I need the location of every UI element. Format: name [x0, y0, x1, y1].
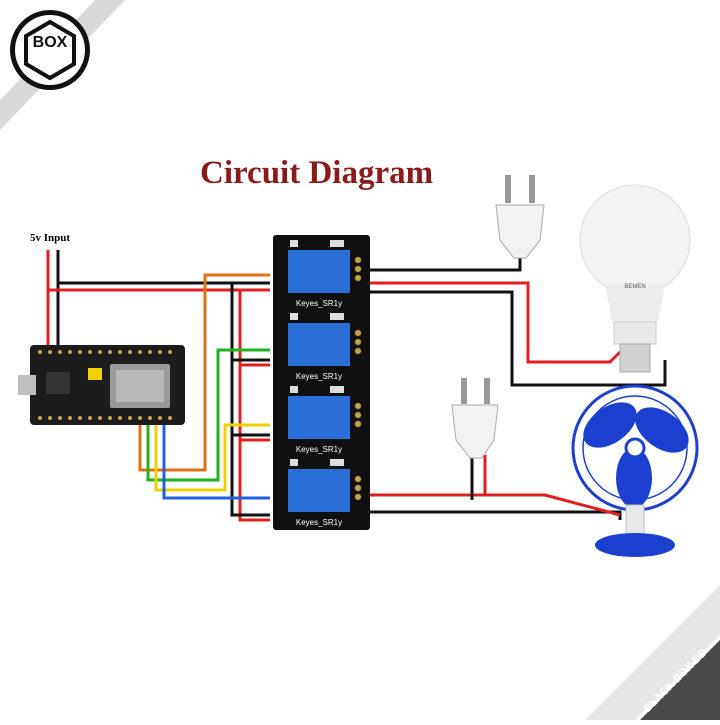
relay-body: [288, 250, 350, 293]
wire-vcc-drop: [238, 290, 270, 522]
plug-bulb: [495, 175, 545, 259]
terminal-screw: [354, 265, 362, 273]
box-logo: BOX: [10, 10, 90, 90]
terminal-screw: [354, 338, 362, 346]
wire-gnd-drop: [230, 283, 270, 517]
terminal-screw: [354, 256, 362, 264]
terminal-screw: [354, 402, 362, 410]
relay-module: SRD-05VDC-SL-C10A 250VAC 10A 125VAC10A 3…: [288, 459, 362, 527]
logo-letters: BOX: [33, 34, 68, 51]
terminal-screw: [354, 411, 362, 419]
relay-brand-label: Keyes_SR1y: [296, 518, 342, 527]
brand-banner: [640, 640, 720, 720]
relay-brand-label: Keyes_SR1y: [296, 445, 342, 454]
fan-icon: [571, 384, 699, 557]
terminal-screw: [354, 493, 362, 501]
wire-signal-green: [146, 348, 270, 482]
wire-signal-orange: [138, 273, 270, 472]
relay-body: [288, 469, 350, 512]
terminal-screw: [354, 329, 362, 337]
bulb-brand: BEMEN: [624, 284, 645, 290]
terminal-screw: [354, 475, 362, 483]
input-label: 5v Input: [30, 232, 71, 244]
relay-module: SRD-05VDC-SL-C10A 250VAC 10A 125VAC10A 3…: [288, 240, 362, 308]
relay-board: SRD-05VDC-SL-C10A 250VAC 10A 125VAC10A 3…: [273, 235, 370, 530]
relay-brand-label: Keyes_SR1y: [296, 299, 342, 308]
plug-fan: [451, 378, 499, 459]
relay-module: SRD-05VDC-SL-C10A 250VAC 10A 125VAC10A 3…: [288, 386, 362, 454]
terminal-screw: [354, 420, 362, 428]
relay-module: SRD-05VDC-SL-C10A 250VAC 10A 125VAC10A 3…: [288, 313, 362, 381]
wires: [46, 250, 667, 522]
terminal-screw: [354, 484, 362, 492]
nodemcu-board: [18, 345, 185, 425]
wire-signal-blue: [162, 425, 270, 500]
relay-body: [288, 323, 350, 366]
diagram-title: Circuit Diagram: [200, 155, 434, 191]
wire-signal-yellow: [154, 423, 270, 492]
wire-bulb-plug: [370, 250, 522, 272]
relay-brand-label: Keyes_SR1y: [296, 372, 342, 381]
bulb-icon: BEMEN: [579, 184, 691, 373]
relay-body: [288, 396, 350, 439]
terminal-screw: [354, 347, 362, 355]
terminal-screw: [354, 274, 362, 282]
corner-band: [585, 585, 720, 720]
